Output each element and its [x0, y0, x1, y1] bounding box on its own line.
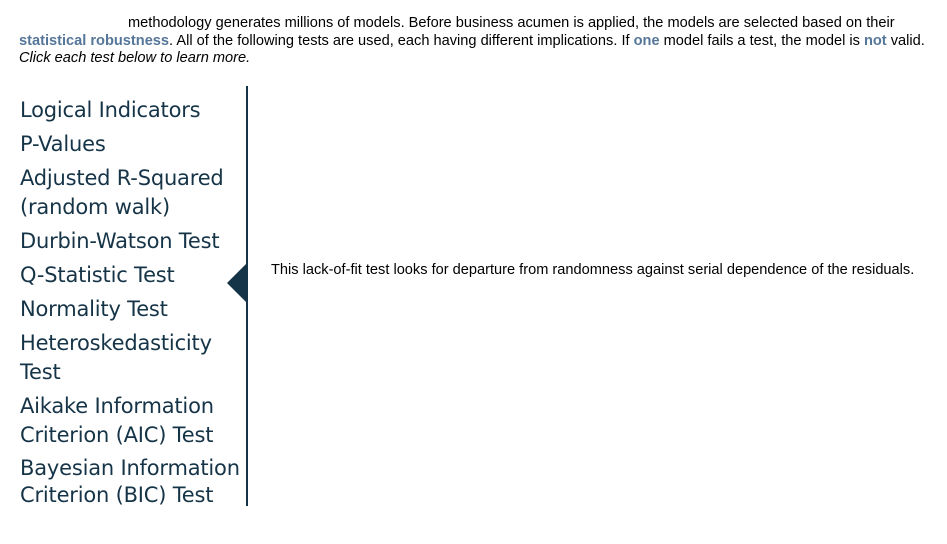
- test-item-bic[interactable]: Bayesian Information Criterion (BIC) Tes…: [20, 456, 240, 507]
- intro-instruction: Click each test below to learn more.: [19, 50, 251, 66]
- test-list: Logical Indicators P-Values Adjusted R-S…: [20, 96, 240, 514]
- test-item-normality[interactable]: Normality Test: [20, 297, 168, 321]
- intro-text-2: . All of the following tests are used, e…: [169, 32, 634, 49]
- test-item-p-values[interactable]: P-Values: [20, 132, 106, 156]
- test-item-heteroskedasticity[interactable]: Heteroskedasticity Test: [20, 331, 212, 384]
- divider-line: [246, 86, 248, 506]
- test-item-adjusted-r-squared[interactable]: Adjusted R-Squared (random walk): [20, 166, 224, 219]
- intro-text-1: methodology generates millions of models…: [128, 15, 895, 31]
- intro-text-3: model fails a test, the model is: [659, 32, 864, 49]
- test-item-durbin-watson[interactable]: Durbin-Watson Test: [20, 229, 220, 253]
- selection-pointer-icon: [227, 263, 247, 303]
- test-description: This lack-of-fit test looks for departur…: [271, 262, 915, 278]
- intro-highlight-statistical-robustness: statistical robustness: [19, 32, 170, 49]
- intro-highlight-not: not: [863, 32, 887, 49]
- test-item-q-statistic[interactable]: Q-Statistic Test: [20, 263, 175, 287]
- test-item-logical-indicators[interactable]: Logical Indicators: [20, 98, 201, 122]
- intro-paragraph: methodology generates millions of models…: [19, 15, 937, 68]
- intro-highlight-one: one: [633, 32, 660, 49]
- test-item-aic[interactable]: Aikake Information Criterion (AIC) Test: [20, 394, 214, 447]
- intro-text-4: valid.: [886, 32, 925, 49]
